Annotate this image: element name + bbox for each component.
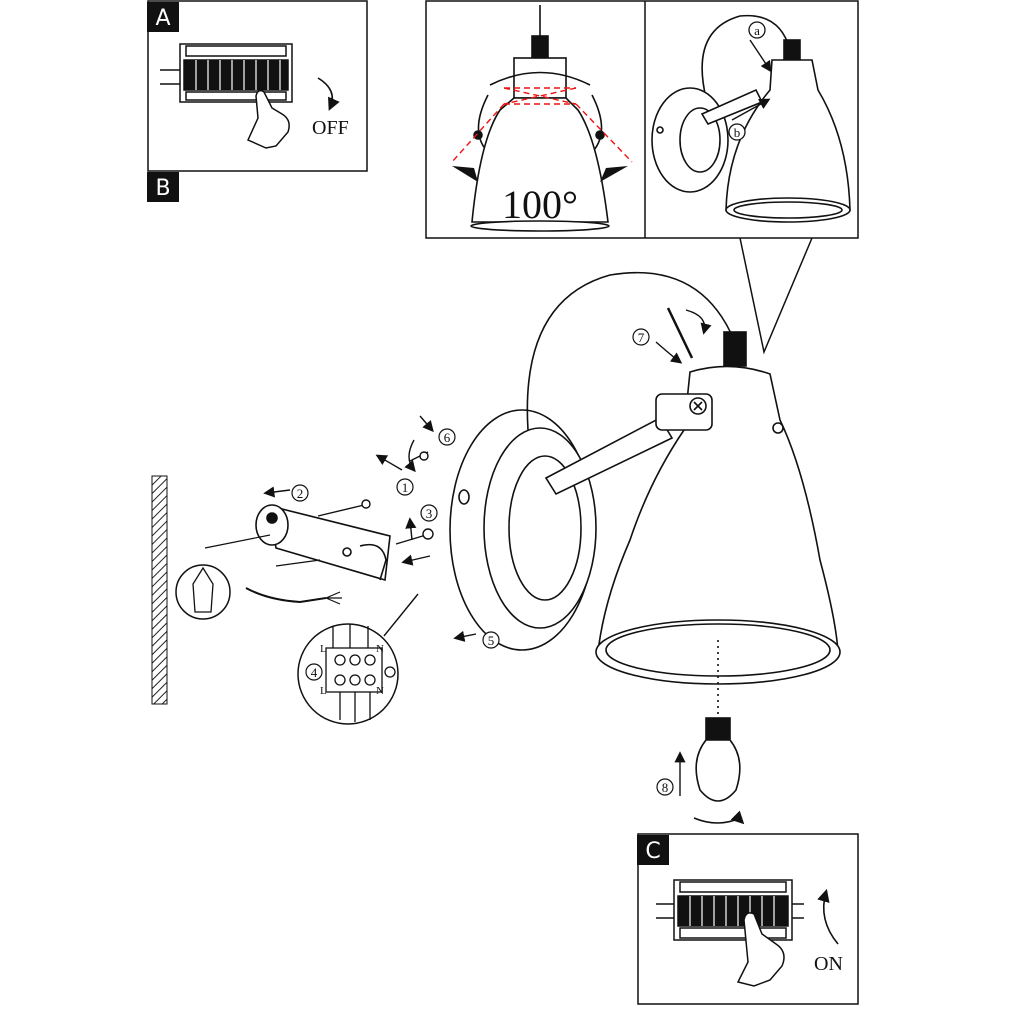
panel-c-letter: C [645,839,660,864]
panel-b-letter: B [155,176,170,201]
side-view-lamp [651,14,851,223]
on-arrow [817,888,839,945]
breaker-box-c [656,879,804,941]
panel-b-tag: B [147,172,179,202]
hand-icon-a [247,89,290,149]
detail-panel: 100° a b [425,0,859,239]
off-label: OFF [312,117,349,139]
callout-leader [739,237,813,355]
step-1-label: 1 [402,480,409,495]
mounting-bracket [255,504,391,582]
panel-a: A OFF [147,0,368,172]
light-bulb [693,640,745,825]
adjust-arrow-b [731,98,771,121]
wall-leader [204,534,271,549]
adjust-arrow-a [749,39,772,73]
step-7-label: 7 [638,330,645,345]
terminal-l-top: L [320,643,327,655]
front-view-lamp [470,5,610,232]
hand-icon-c [736,912,785,987]
off-arrow [317,77,340,111]
terminal-block-detail: L N L N [297,593,419,725]
terminal-n-top: N [376,643,384,655]
step-5-label: 5 [488,633,495,648]
breaker-box-a [160,43,293,103]
step-6-label: 6 [444,430,451,445]
step-8-label: 8 [662,780,669,795]
on-label: ON [814,953,843,975]
wall-plug-detail [175,564,231,620]
panel-c: C ON [637,833,859,1005]
power-cable [245,587,327,604]
step-4-label: 4 [311,665,318,680]
wall-backplate [449,409,597,651]
angle-arrow-left [452,166,478,182]
angle-arrow-right [600,166,628,182]
angle-lines [451,87,633,163]
adjust-label-b: b [734,125,741,140]
angle-label: 100° [502,182,578,227]
step-3-label: 3 [426,506,433,521]
terminal-n-bottom: N [376,685,384,697]
step-2-label: 2 [297,486,304,501]
step-markers: 1 2 3 4 5 6 7 8 [263,307,712,796]
adjust-label-a: a [754,23,760,38]
wall [151,475,168,705]
panel-a-letter: A [155,6,170,31]
screws [317,451,434,545]
terminal-l-bottom: L [320,685,327,697]
lamp-head [526,271,841,685]
